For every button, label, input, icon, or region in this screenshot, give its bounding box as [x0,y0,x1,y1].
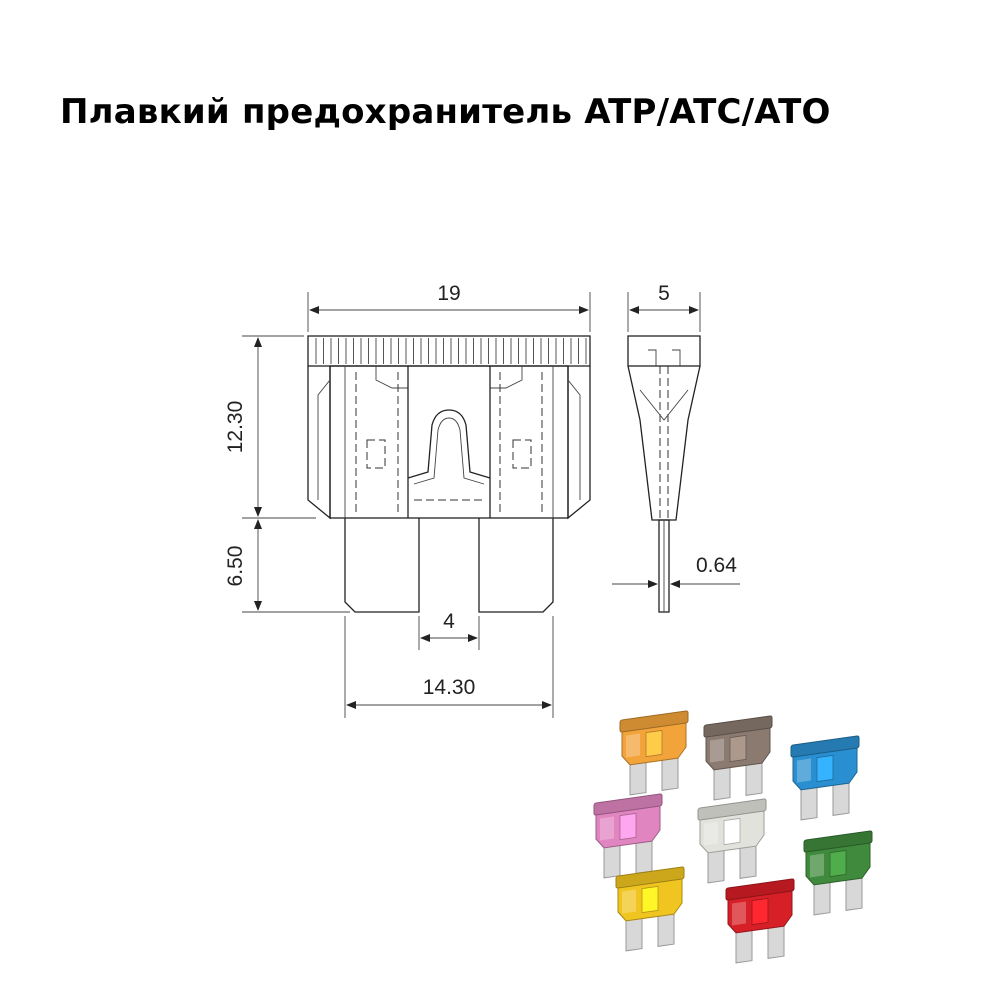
diagram-title: Плавкий предохранитель ATP/ATC/ATO [60,92,831,132]
dim-blade-gap: 4 [443,610,455,633]
dim-body-height: 12.30 [224,401,247,454]
fuse-clear [697,798,767,884]
fuse-color-samples [593,710,873,964]
dim-blade-length: 6.50 [224,546,247,587]
fuse-orange [619,710,689,796]
fuse-yellow [615,866,685,952]
dimension-lines [242,292,740,718]
dim-thickness: 5 [658,282,670,305]
fuse-pink [593,793,663,879]
dim-blade-thickness: 0.64 [696,554,737,577]
dim-blade-span: 14.30 [423,676,476,699]
fuse-brown [703,715,773,801]
fuse-blue [790,735,860,821]
dim-overall-width: 19 [437,282,460,305]
fuse-green [803,830,873,916]
side-view [627,335,701,613]
front-view [307,335,591,613]
fuse-red [725,878,795,964]
